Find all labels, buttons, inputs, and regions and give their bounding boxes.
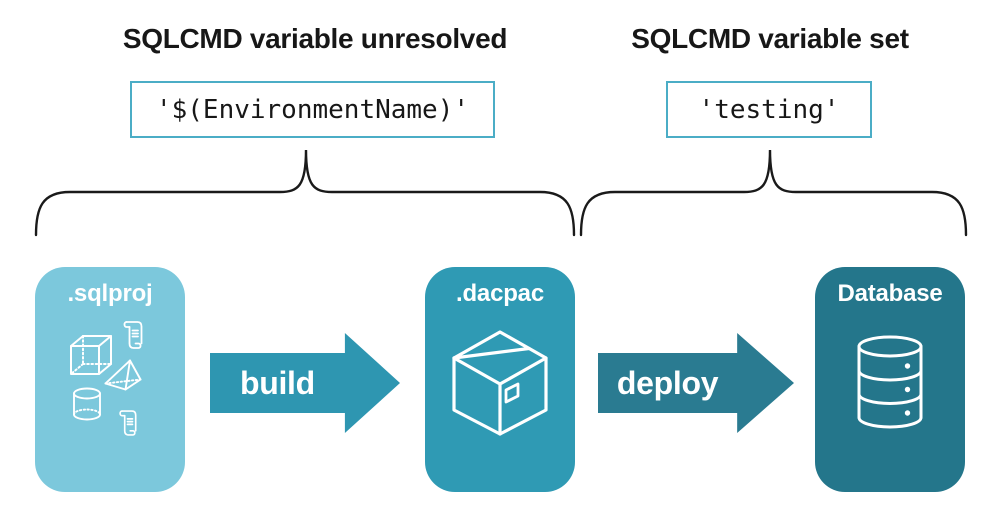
package-box-icon <box>452 330 548 436</box>
right-brace <box>579 149 968 237</box>
arrow-label: build <box>239 364 315 401</box>
stage-sqlproj: .sqlproj <box>35 267 185 492</box>
cylinder-icon <box>73 387 101 421</box>
arrow-label: deploy <box>616 364 719 401</box>
pyramid-icon <box>104 359 142 391</box>
stage-label: .dacpac <box>456 280 544 307</box>
build-arrow: build <box>210 333 400 433</box>
left-group-title: SQLCMD variable unresolved <box>122 23 508 54</box>
unresolved-variable-value-box: '$(EnvironmentName)' <box>130 81 495 138</box>
set-variable-value-box: 'testing' <box>666 81 872 138</box>
deploy-arrow: deploy <box>598 333 794 433</box>
cube-icon <box>70 335 112 375</box>
script-scroll-icon <box>123 321 143 349</box>
unresolved-variable-value: '$(EnvironmentName)' <box>155 94 470 125</box>
grouping-braces <box>34 149 968 237</box>
set-variable-value: 'testing' <box>698 94 840 125</box>
stage-database: Database <box>815 267 965 492</box>
stage-label: Database <box>837 280 943 307</box>
stage-dacpac: .dacpac <box>425 267 575 492</box>
stage-label: .sqlproj <box>67 280 153 307</box>
script-scroll-icon <box>119 410 137 436</box>
database-cylinder-icon <box>857 335 923 429</box>
right-group-title: SQLCMD variable set <box>631 23 909 54</box>
left-brace <box>34 149 576 237</box>
